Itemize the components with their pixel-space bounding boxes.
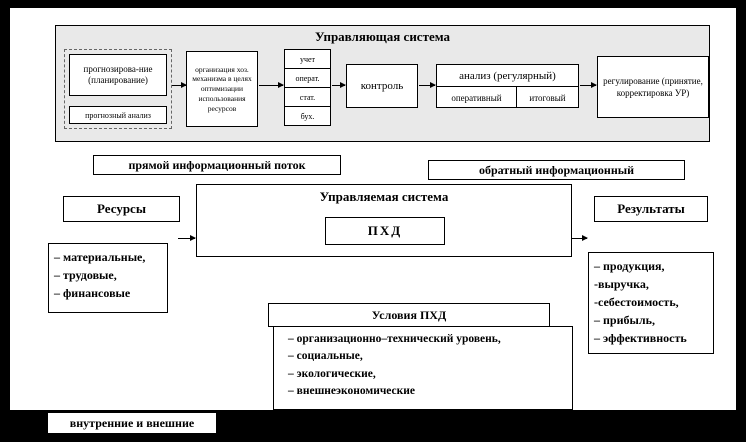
list-item: -выручка, — [594, 277, 649, 291]
list-item: – организационно–технический уровень, — [288, 333, 501, 345]
list-item: – прибыль, — [594, 313, 655, 327]
list-item: – материальные, — [54, 250, 146, 264]
list-item: – экологические, — [288, 367, 376, 380]
direct-flow-label: прямой информационный поток — [93, 155, 341, 175]
forecast-box: прогнозирова-ние (планирование) — [69, 54, 167, 96]
list-item: – финансовые — [54, 286, 131, 300]
analysis-operational-cell: оперативный — [437, 87, 517, 108]
arrow-analysis-to-regulation — [580, 82, 597, 88]
internal-external-label: внутренние и внешние — [48, 413, 216, 433]
arrow-managed-system-to-results — [572, 235, 588, 241]
resources-list: – материальные, – трудовые, – финансовые — [48, 243, 168, 313]
organization-box: организация хоз. механизма в целях оптим… — [186, 51, 258, 127]
list-item: -себестоимость, — [594, 295, 679, 309]
phd-box: ПХД — [325, 217, 445, 245]
accounting-cell-stat: стат. — [284, 87, 331, 107]
arrow-control-to-analysis — [419, 82, 436, 88]
list-item: – эффективность — [594, 331, 687, 345]
accounting-cell-operat: операт. — [284, 68, 331, 88]
forecast-analysis-box: прогнозный анализ — [69, 106, 167, 124]
analysis-box: анализ (регулярный) оперативный итоговый — [436, 64, 579, 108]
conditions-title-box: Условия ПХД — [268, 303, 550, 327]
managed-system-title: Управляемая система — [319, 189, 449, 204]
arrow-organization-to-accounting — [259, 82, 284, 88]
arrow-forecast-to-organization — [172, 82, 187, 88]
list-item: – продукция, — [594, 259, 665, 273]
results-list: – продукция, -выручка, -себестоимость, –… — [588, 252, 714, 354]
control-system-title: Управляющая система — [314, 29, 450, 44]
resources-title-box: Ресурсы — [63, 196, 180, 222]
accounting-cell-uchet: учет — [284, 49, 331, 69]
managed-system-container: Управляемая система ПХД — [196, 184, 572, 257]
control-system-container: Управляющая система прогнозирова-ние (пл… — [55, 25, 710, 142]
results-title-box: Результаты — [594, 196, 708, 222]
analysis-title: анализ (регулярный) — [437, 65, 578, 87]
list-item: – трудовые, — [54, 268, 117, 282]
accounting-stack: учет операт. стат. бух. — [284, 49, 331, 126]
forecast-group: прогнозирова-ние (планирование) прогнозн… — [64, 49, 172, 129]
list-item: – социальные, — [288, 350, 363, 363]
regulation-box: регулирование (принятие, корректировка У… — [597, 56, 709, 118]
arrow-resources-to-managed-system — [178, 235, 196, 241]
conditions-list: – организационно–технический уровень, – … — [273, 326, 573, 410]
analysis-final-cell: итоговый — [529, 92, 566, 103]
list-item: – внешнеэкономические — [288, 384, 416, 397]
analysis-subcells: оперативный итоговый — [437, 87, 578, 108]
control-box: контроль — [346, 64, 418, 108]
arrow-accounting-to-control — [332, 82, 346, 88]
accounting-cell-buh: бух. — [284, 106, 331, 126]
document-page: Управляющая система прогнозирова-ние (пл… — [10, 8, 736, 410]
reverse-flow-label: обратный информационный — [428, 160, 685, 180]
